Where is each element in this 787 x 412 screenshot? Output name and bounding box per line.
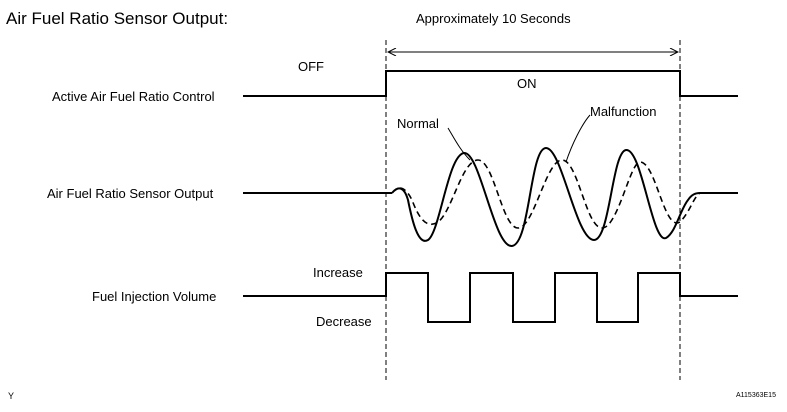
page-title: Air Fuel Ratio Sensor Output: bbox=[6, 9, 229, 28]
row-label-active-control: Active Air Fuel Ratio Control bbox=[52, 89, 215, 104]
level-label-increase: Increase bbox=[313, 265, 363, 280]
normal-leader bbox=[447, 127, 471, 161]
state-off-label: OFF bbox=[298, 59, 324, 74]
level-label-decrease: Decrease bbox=[316, 314, 372, 329]
malfunction-leader bbox=[565, 114, 591, 163]
normal-sensor-curve bbox=[391, 159, 701, 229]
figure-id: A115363E15 bbox=[736, 392, 776, 399]
duration-label: Approximately 10 Seconds bbox=[416, 11, 571, 26]
corner-mark: Y bbox=[8, 391, 15, 401]
row-label-fuel-injection: Fuel Injection Volume bbox=[92, 289, 217, 304]
malfunction-sensor-curve bbox=[391, 146, 701, 248]
curve-label-normal: Normal bbox=[397, 116, 439, 131]
fuel-injection-signal bbox=[243, 272, 738, 323]
state-on-label: ON bbox=[517, 76, 537, 91]
curve-label-malfunction: Malfunction bbox=[590, 104, 657, 119]
row-label-sensor-output: Air Fuel Ratio Sensor Output bbox=[47, 186, 214, 201]
active-control-signal bbox=[243, 70, 738, 97]
